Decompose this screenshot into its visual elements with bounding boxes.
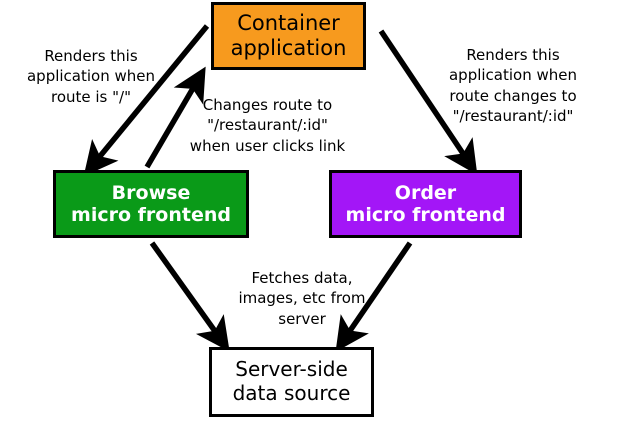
server-side-data-source-line-1: Server-side	[235, 357, 348, 382]
arrow-container-to-order	[378, 29, 478, 175]
edge-label-browse-to-container-line-3: when user clicks link	[189, 136, 346, 155]
server-side-data-source-line-2: data source	[232, 381, 351, 405]
edge-label-frontends-to-server-line-1: Fetches data,	[251, 269, 353, 287]
edge-label-container-to-browse-line-1: Renders this	[44, 47, 138, 65]
edge-label-container-to-order-line-2: application when	[448, 66, 578, 85]
arrow-browse-to-container	[144, 66, 206, 169]
edge-label-container-to-browse: Renders this application when route is "…	[8, 46, 174, 107]
browse-micro-frontend-node: Browse micro frontend	[53, 170, 249, 238]
edge-label-container-to-order-line-4: "/restaurant/:id"	[452, 106, 574, 125]
container-application-line-2: application	[230, 36, 347, 60]
arrow-order-to-server	[335, 241, 413, 352]
edge-label-browse-to-container-line-1: Changes route to	[202, 96, 333, 114]
edge-label-frontends-to-server-line-2: images, etc from	[238, 289, 366, 308]
arrow-container-to-browse	[83, 24, 210, 177]
arrow-browse-to-server	[149, 241, 230, 352]
edge-label-container-to-order-line-3: route changes to	[449, 86, 577, 105]
browse-micro-frontend-line-1: Browse	[111, 181, 191, 204]
edge-label-container-to-browse-line-3: route is "/"	[50, 87, 131, 106]
edge-label-container-to-order-line-1: Renders this	[466, 46, 560, 64]
edge-label-container-to-order: Renders this application when route chan…	[415, 45, 611, 126]
container-application-line-1: Container	[237, 11, 340, 36]
edge-label-frontends-to-server-line-3: server	[278, 309, 326, 328]
edge-label-browse-to-container-line-2: "/restaurant/:id"	[207, 116, 328, 135]
order-micro-frontend-line-2: micro frontend	[345, 204, 506, 226]
container-application-node: Container application	[211, 2, 366, 70]
edge-label-frontends-to-server: Fetches data, images, etc from server	[222, 268, 382, 329]
edge-label-container-to-browse-line-2: application when	[26, 67, 156, 86]
edge-label-browse-to-container: Changes route to "/restaurant/:id" when …	[175, 95, 360, 156]
server-side-data-source-node: Server-side data source	[209, 347, 374, 417]
order-micro-frontend-line-1: Order	[394, 181, 457, 204]
browse-micro-frontend-line-2: micro frontend	[71, 204, 231, 226]
order-micro-frontend-node: Order micro frontend	[329, 170, 522, 238]
